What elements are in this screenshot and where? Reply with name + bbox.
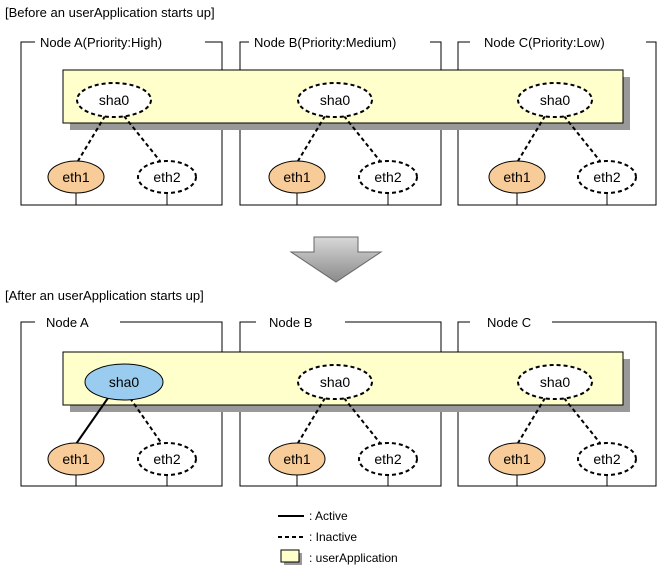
node-a-before: sha0 eth1 eth2 <box>47 82 197 205</box>
eth1-label: eth1 <box>283 169 310 185</box>
node-c-before: sha0 eth1 eth2 <box>488 82 637 205</box>
sha0-label: sha0 <box>109 374 140 390</box>
eth2-label: eth2 <box>593 169 620 185</box>
eth2-label: eth2 <box>374 451 401 467</box>
link-eth1-inactive <box>77 115 106 162</box>
eth2-label: eth2 <box>374 169 401 185</box>
link-eth2-inactive <box>563 397 601 444</box>
node-b-before: sha0 eth1 eth2 <box>268 82 418 205</box>
eth2-label: eth2 <box>153 451 180 467</box>
eth2-label: eth2 <box>153 169 180 185</box>
node-label: Node A <box>46 315 89 330</box>
node-c-after: sha0 eth1 eth2 <box>488 364 637 486</box>
link-eth1-inactive <box>517 115 546 162</box>
node-frame-b1: Node B(Priority:Medium) <box>239 35 442 206</box>
link-eth1-active <box>75 397 109 445</box>
node-a-after: sha0 eth1 eth2 <box>47 363 197 486</box>
section-title-after: [After an userApplication starts up] <box>5 288 204 303</box>
section-after: [After an userApplication starts up] Nod… <box>5 288 657 487</box>
transition-arrow <box>289 236 383 283</box>
link-eth2-inactive <box>343 397 381 444</box>
sha0-interface <box>517 364 593 400</box>
node-frame-c2: Node C <box>457 315 657 487</box>
node-label: Node B(Priority:Medium) <box>254 35 396 50</box>
eth2-label: eth2 <box>593 451 620 467</box>
eth1-label: eth1 <box>62 169 89 185</box>
section-title-before: [Before an userApplication starts up] <box>5 5 215 20</box>
eth1-label: eth1 <box>503 451 530 467</box>
legend-active-label: : Active <box>309 509 348 523</box>
sha0-interface <box>297 82 373 118</box>
link-eth2-inactive <box>129 397 163 445</box>
eth1-label: eth1 <box>283 451 310 467</box>
node-label: Node B <box>269 315 312 330</box>
link-eth2-inactive <box>123 115 161 162</box>
node-frame-c1: Node C(Priority:Low) <box>457 35 657 206</box>
sha0-label: sha0 <box>540 374 571 390</box>
legend-inactive-label: : Inactive <box>309 530 357 544</box>
node-label: Node C(Priority:Low) <box>484 35 605 50</box>
link-eth1-inactive <box>517 397 546 444</box>
sha0-interface <box>297 364 373 400</box>
sha0-interface <box>76 82 152 118</box>
sha0-interface <box>517 82 593 118</box>
sha0-interface-active <box>84 363 164 401</box>
link-eth2-inactive <box>343 115 381 162</box>
sha0-label: sha0 <box>320 374 351 390</box>
link-eth1-inactive <box>297 115 326 162</box>
node-frame-b2: Node B <box>239 315 442 487</box>
link-eth1-inactive <box>297 397 326 444</box>
eth1-label: eth1 <box>503 169 530 185</box>
node-frame-a2: Node A <box>20 315 223 487</box>
sha0-label: sha0 <box>320 92 351 108</box>
eth1-label: eth1 <box>62 451 89 467</box>
node-b-after: sha0 eth1 eth2 <box>268 364 418 486</box>
node-label: Node A(Priority:High) <box>40 35 162 50</box>
node-frame-a1: Node A(Priority:High) <box>20 35 223 206</box>
legend: : Active : Inactive : userApplication <box>278 509 398 565</box>
sha0-label: sha0 <box>99 92 130 108</box>
section-before: [Before an userApplication starts up] No… <box>5 5 657 206</box>
node-label: Node C <box>487 315 531 330</box>
legend-app-label: : userApplication <box>309 551 398 565</box>
sha0-label: sha0 <box>540 92 571 108</box>
legend-app-swatch <box>280 549 300 563</box>
link-eth2-inactive <box>563 115 601 162</box>
